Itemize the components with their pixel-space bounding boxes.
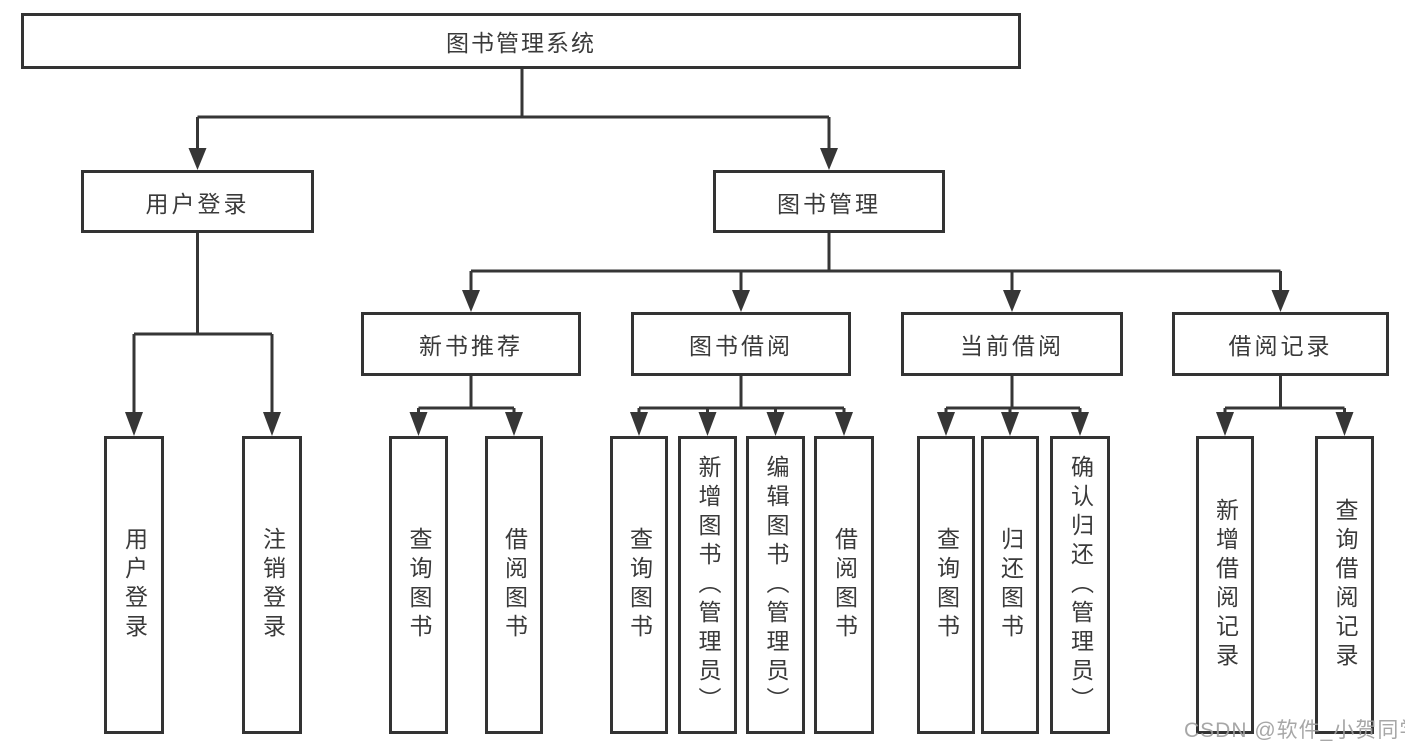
- csdn-watermark: CSDN @软件_小贺同学: [1184, 719, 1405, 742]
- node-leaf-query-borrow-record: 查询借阅记录: [1315, 436, 1374, 734]
- node-label: 查询图书: [933, 527, 960, 643]
- node-label: 图书管理: [777, 190, 881, 217]
- arrowhead-down-icon: [462, 290, 480, 312]
- node-user-login: 用户登录: [81, 170, 314, 233]
- node-label: 用户登录: [145, 190, 250, 217]
- arrowhead-down-icon: [1003, 290, 1021, 312]
- node-label: 编辑图书（管理员）: [763, 454, 789, 716]
- node-new-book-recommendation: 新书推荐: [361, 312, 581, 376]
- arrowhead-down-icon: [937, 412, 955, 436]
- arrowhead-down-icon: [766, 412, 785, 436]
- node-leaf-return-books: 归还图书: [981, 436, 1039, 734]
- arrowhead-down-icon: [698, 412, 717, 436]
- edge-book-mgmt-to-categories: [462, 233, 1290, 312]
- edge-root-to-level1: [188, 69, 838, 170]
- arrowhead-down-icon: [1271, 290, 1290, 312]
- node-leaf-logout: 注销登录: [242, 436, 302, 734]
- node-leaf-user-login: 用户登录: [104, 436, 164, 734]
- edge-new-book-rec-to-leaves: [409, 376, 523, 436]
- node-label: 查询图书: [406, 527, 432, 643]
- arrowhead-down-icon: [820, 148, 838, 170]
- node-leaf-confirm-return-admin: 确认归还（管理员）: [1050, 436, 1110, 734]
- arrowhead-down-icon: [263, 412, 281, 436]
- edge-book-borrow-to-leaves: [630, 376, 853, 436]
- node-current-borrowing: 当前借阅: [901, 312, 1123, 376]
- arrowhead-down-icon: [1216, 412, 1234, 436]
- node-leaf-borrow-books: 借阅图书: [485, 436, 543, 734]
- node-label: 确认归还（管理员）: [1067, 454, 1094, 716]
- node-leaf-query-books: 查询图书: [917, 436, 975, 734]
- node-label: 新增图书（管理员）: [695, 454, 721, 716]
- edge-borrow-record-to-leaves: [1216, 376, 1354, 436]
- node-book-borrowing: 图书借阅: [631, 312, 851, 376]
- node-label: 归还图书: [997, 527, 1024, 643]
- arrowhead-down-icon: [630, 412, 648, 436]
- node-borrowing-records: 借阅记录: [1172, 312, 1389, 376]
- node-label: 新书推荐: [419, 333, 523, 359]
- node-leaf-edit-books-admin: 编辑图书（管理员）: [746, 436, 805, 734]
- node-leaf-query-books: 查询图书: [389, 436, 448, 734]
- arrowhead-down-icon: [732, 290, 750, 312]
- node-label: 借阅图书: [501, 527, 528, 643]
- edge-user-login-to-leaves: [125, 233, 281, 436]
- node-leaf-add-books-admin: 新增图书（管理员）: [678, 436, 737, 734]
- node-leaf-add-borrow-record: 新增借阅记录: [1196, 436, 1254, 734]
- arrowhead-down-icon: [125, 412, 143, 436]
- node-label: 注销登录: [259, 527, 286, 643]
- arrowhead-down-icon: [505, 412, 523, 436]
- node-label: 借阅图书: [831, 527, 858, 643]
- arrowhead-down-icon: [1335, 412, 1354, 436]
- node-label: 当前借阅: [960, 333, 1064, 359]
- arrowhead-down-icon: [835, 412, 853, 436]
- arrowhead-down-icon: [409, 412, 428, 436]
- node-label: 新增借阅记录: [1212, 498, 1239, 672]
- arrowhead-down-icon: [1071, 412, 1089, 436]
- arrowhead-down-icon: [188, 148, 207, 170]
- edge-current-borrow-to-leaves: [937, 376, 1089, 436]
- node-label: 图书管理系统: [446, 30, 596, 56]
- node-label: 图书借阅: [689, 333, 793, 359]
- node-book-management: 图书管理: [713, 170, 945, 233]
- node-label: 查询借阅记录: [1332, 498, 1358, 672]
- node-label: 借阅记录: [1228, 333, 1333, 359]
- node-library-management-system: 图书管理系统: [21, 13, 1021, 69]
- node-leaf-query-books: 查询图书: [610, 436, 668, 734]
- node-label: 查询图书: [626, 527, 653, 643]
- node-leaf-borrow-books: 借阅图书: [814, 436, 874, 734]
- arrowhead-down-icon: [1001, 412, 1019, 436]
- node-label: 用户登录: [121, 527, 148, 643]
